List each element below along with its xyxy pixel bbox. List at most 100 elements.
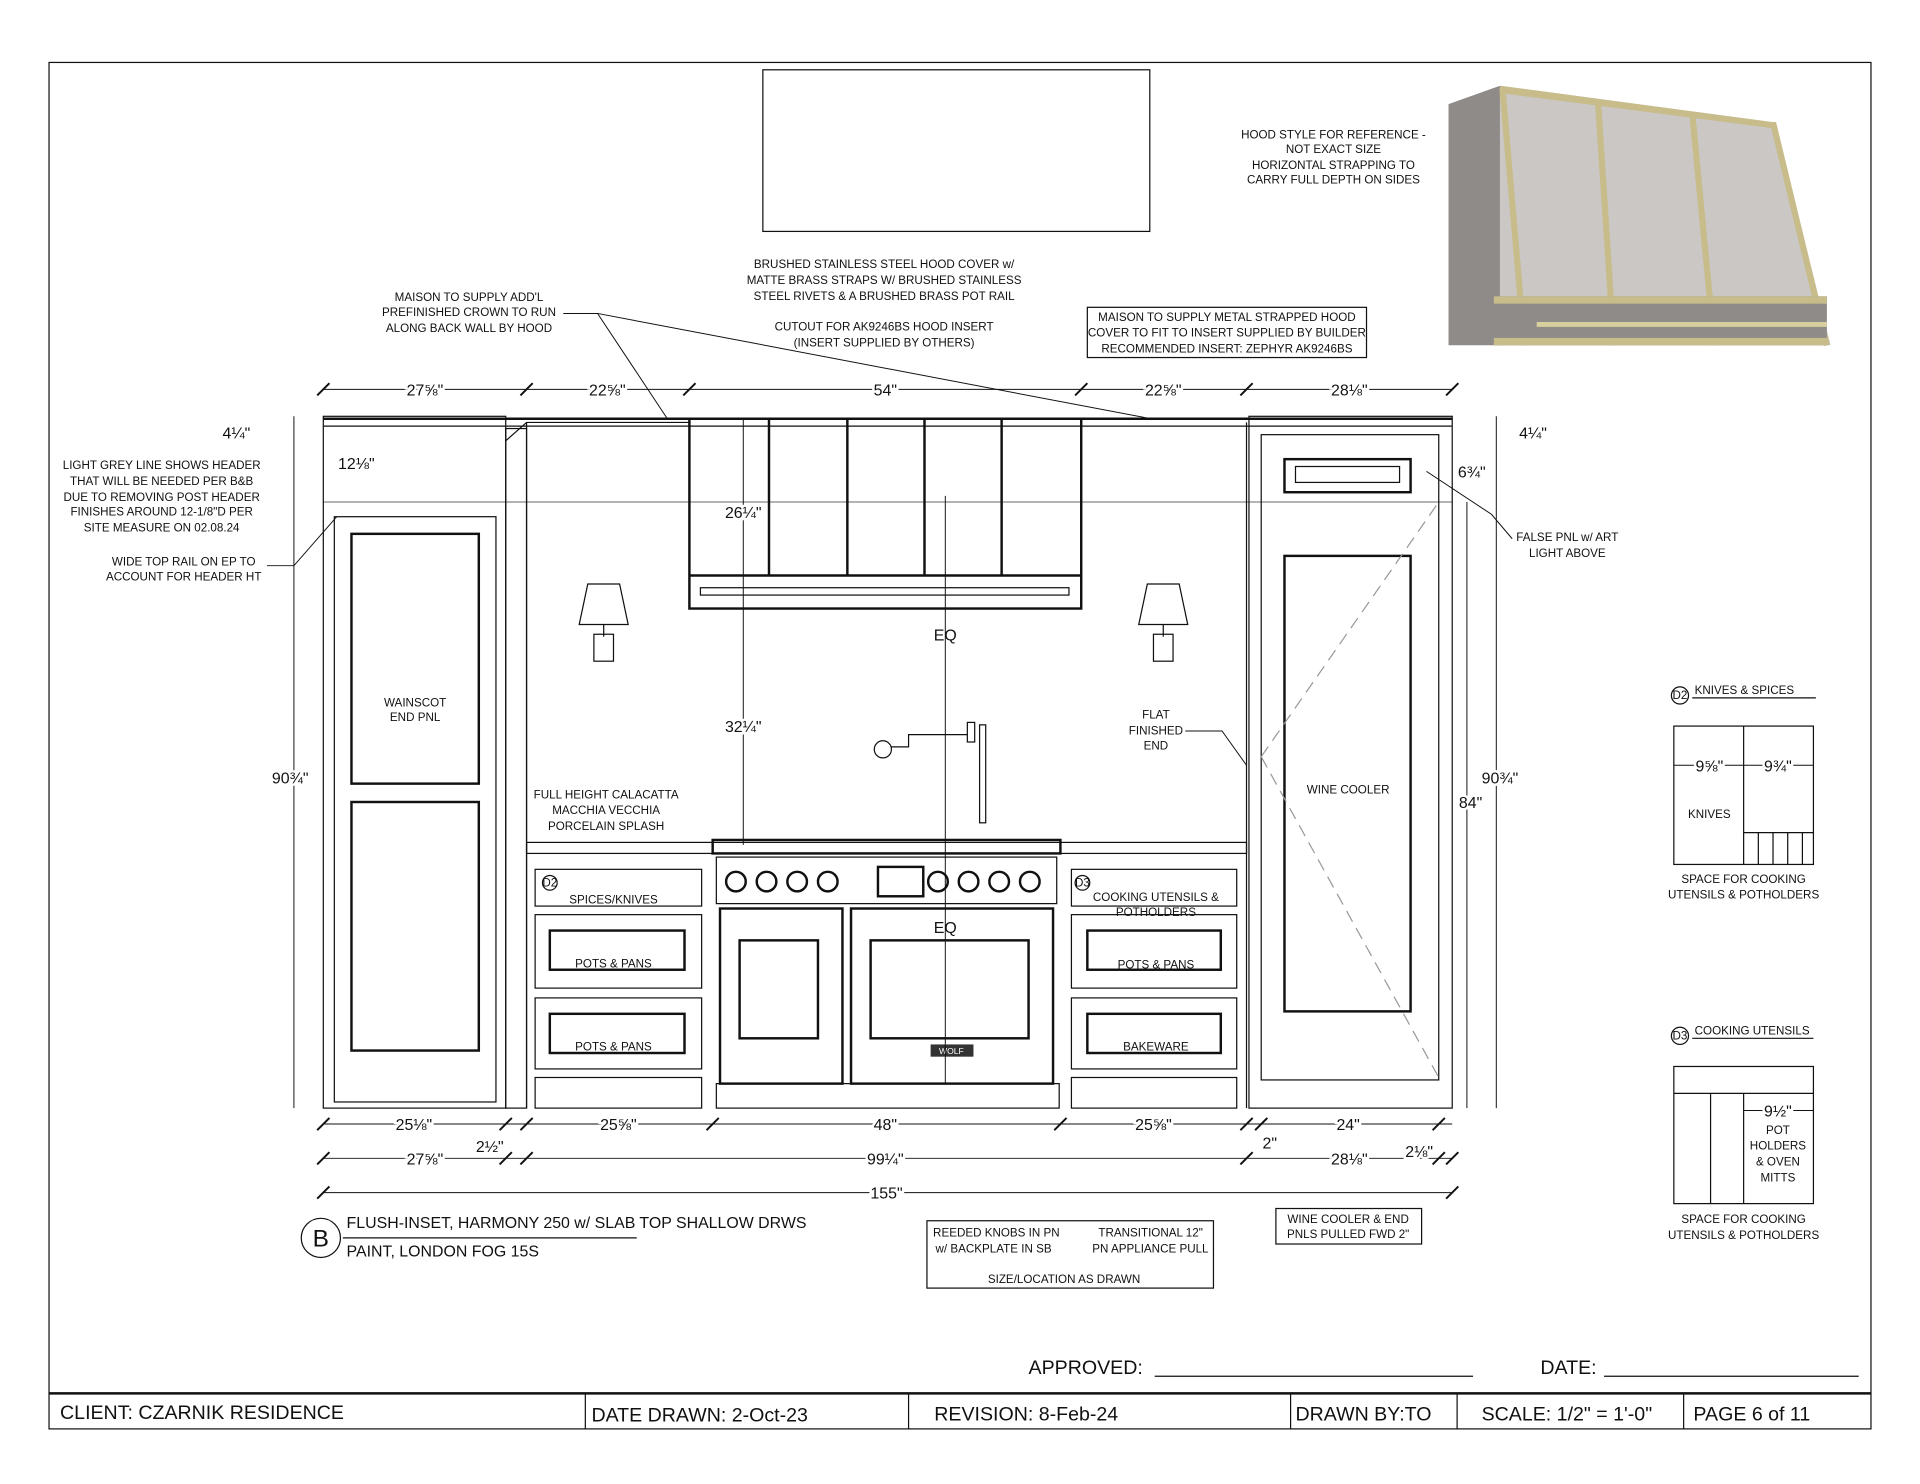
hood-reference-image bbox=[1448, 85, 1831, 347]
svg-text:12⅛": 12⅛" bbox=[338, 456, 375, 473]
svg-text:KNIVES: KNIVES bbox=[1688, 808, 1731, 821]
svg-text:27⅝": 27⅝" bbox=[407, 382, 444, 399]
svg-text:25⅛": 25⅛" bbox=[396, 1117, 433, 1134]
svg-text:FULL HEIGHT CALACATTA: FULL HEIGHT CALACATTA bbox=[534, 788, 679, 801]
revision: REVISION: 8-Feb-24 bbox=[934, 1403, 1118, 1425]
top-blank-box bbox=[762, 69, 1151, 233]
svg-text:LIGHT GREY LINE SHOWS HEADER: LIGHT GREY LINE SHOWS HEADER bbox=[63, 459, 261, 472]
svg-text:FINISHES AROUND 12-1/8"D PER: FINISHES AROUND 12-1/8"D PER bbox=[70, 505, 252, 518]
svg-text:PAINT, LONDON FOG 15S: PAINT, LONDON FOG 15S bbox=[347, 1243, 539, 1260]
svg-text:BAKEWARE: BAKEWARE bbox=[1123, 1041, 1189, 1054]
svg-text:54": 54" bbox=[874, 382, 897, 399]
svg-text:NOT EXACT SIZE: NOT EXACT SIZE bbox=[1286, 143, 1381, 156]
svg-text:APPROVED:: APPROVED: bbox=[1029, 1357, 1143, 1379]
svg-text:32¼": 32¼" bbox=[725, 719, 762, 736]
svg-text:FALSE PNL w/ ART: FALSE PNL w/ ART bbox=[1516, 531, 1618, 544]
svg-text:27⅝": 27⅝" bbox=[407, 1151, 444, 1168]
page-number: PAGE 6 of 11 bbox=[1693, 1403, 1810, 1425]
svg-text:26¼": 26¼" bbox=[725, 505, 762, 522]
title-block: CLIENT: CZARNIK RESIDENCE DATE DRAWN: 2-… bbox=[49, 1392, 1871, 1429]
svg-text:84": 84" bbox=[1459, 795, 1482, 812]
svg-text:MATTE BRASS STRAPS W/ BRUSHED: MATTE BRASS STRAPS W/ BRUSHED STAINLESS bbox=[747, 274, 1022, 287]
pot-filler-faucet bbox=[873, 721, 987, 824]
svg-text:SIZE/LOCATION AS DRAWN: SIZE/LOCATION AS DRAWN bbox=[988, 1273, 1140, 1286]
svg-text:END: END bbox=[1144, 739, 1169, 752]
svg-text:HORIZONTAL STRAPPING TO: HORIZONTAL STRAPPING TO bbox=[1252, 159, 1415, 172]
svg-text:SPACE FOR COOKING: SPACE FOR COOKING bbox=[1681, 873, 1805, 886]
svg-text:25⅝": 25⅝" bbox=[600, 1117, 637, 1134]
svg-text:HOLDERS: HOLDERS bbox=[1750, 1140, 1806, 1153]
svg-text:24": 24" bbox=[1336, 1117, 1359, 1134]
svg-text:PREFINISHED CROWN TO RUN: PREFINISHED CROWN TO RUN bbox=[382, 306, 556, 319]
svg-text:(INSERT SUPPLIED BY OTHERS): (INSERT SUPPLIED BY OTHERS) bbox=[794, 337, 975, 350]
svg-text:2½": 2½" bbox=[476, 1139, 504, 1156]
left-base-cabinet: SPICES/KNIVES POTS & PANS POTS & PANS D2 bbox=[534, 868, 703, 1109]
svg-text:SPACE FOR COOKING: SPACE FOR COOKING bbox=[1681, 1213, 1805, 1226]
svg-text:9¾": 9¾" bbox=[1764, 758, 1792, 775]
svg-text:PNLS PULLED FWD 2": PNLS PULLED FWD 2" bbox=[1287, 1228, 1409, 1241]
svg-text:6¾": 6¾" bbox=[1458, 465, 1486, 482]
svg-text:CUTOUT FOR AK9246BS HOOD INSER: CUTOUT FOR AK9246BS HOOD INSERT bbox=[775, 321, 994, 334]
svg-text:MITTS: MITTS bbox=[1760, 1172, 1795, 1185]
svg-text:D2: D2 bbox=[1673, 689, 1688, 702]
wine-cooler: WINE COOLER bbox=[1248, 415, 1453, 1109]
svg-text:POTHOLDERS: POTHOLDERS bbox=[1116, 906, 1196, 919]
drawn-by: DRAWN BY:TO bbox=[1295, 1403, 1431, 1425]
hardware-note: REEDED KNOBS IN PN w/ BACKPLATE IN SB TR… bbox=[926, 1220, 1215, 1289]
svg-text:SPICES/KNIVES: SPICES/KNIVES bbox=[569, 894, 658, 907]
svg-text:CARRY FULL DEPTH ON SIDES: CARRY FULL DEPTH ON SIDES bbox=[1247, 174, 1420, 187]
svg-text:MACCHIA VECCHIA: MACCHIA VECCHIA bbox=[552, 804, 660, 817]
svg-text:TRANSITIONAL 12": TRANSITIONAL 12" bbox=[1098, 1227, 1202, 1240]
svg-text:4¼": 4¼" bbox=[222, 425, 250, 442]
svg-text:UTENSILS & POTHOLDERS: UTENSILS & POTHOLDERS bbox=[1668, 1229, 1819, 1242]
sconce-right bbox=[1138, 583, 1189, 662]
svg-text:B: B bbox=[313, 1225, 329, 1252]
svg-text:STEEL RIVETS & A BRUSHED BRASS: STEEL RIVETS & A BRUSHED BRASS POT RAIL bbox=[754, 290, 1016, 303]
svg-text:D3: D3 bbox=[1075, 876, 1090, 889]
svg-text:POT: POT bbox=[1766, 1124, 1790, 1137]
svg-text:WOLF: WOLF bbox=[939, 1046, 964, 1056]
svg-text:28⅛": 28⅛" bbox=[1331, 382, 1368, 399]
svg-text:UTENSILS & POTHOLDERS: UTENSILS & POTHOLDERS bbox=[1668, 889, 1819, 902]
svg-text:BRUSHED STAINLESS STEEL HOOD C: BRUSHED STAINLESS STEEL HOOD COVER w/ bbox=[754, 258, 1015, 271]
svg-text:COOKING UTENSILS &: COOKING UTENSILS & bbox=[1093, 891, 1219, 904]
elevation-label: B FLUSH-INSET, HARMONY 250 w/ SLAB TOP S… bbox=[300, 1215, 807, 1260]
right-base-cabinet: COOKING UTENSILS & POTHOLDERS POTS & PAN… bbox=[1070, 868, 1238, 1109]
svg-text:END PNL: END PNL bbox=[390, 711, 441, 724]
hood bbox=[688, 417, 1083, 610]
date-drawn: DATE DRAWN: 2-Oct-23 bbox=[591, 1405, 808, 1427]
sheet-border bbox=[48, 61, 1872, 1430]
svg-text:FLAT: FLAT bbox=[1142, 709, 1170, 722]
svg-text:99¼": 99¼" bbox=[867, 1151, 904, 1168]
svg-text:9⅝": 9⅝" bbox=[1695, 758, 1723, 775]
svg-text:POTS & PANS: POTS & PANS bbox=[575, 957, 652, 970]
svg-text:9½": 9½" bbox=[1764, 1104, 1792, 1121]
svg-text:48": 48" bbox=[874, 1117, 897, 1134]
svg-text:KNIVES & SPICES: KNIVES & SPICES bbox=[1695, 684, 1795, 697]
svg-text:ACCOUNT FOR HEADER HT: ACCOUNT FOR HEADER HT bbox=[106, 570, 261, 583]
svg-text:D3: D3 bbox=[1673, 1030, 1688, 1043]
scale: SCALE: 1/2" = 1'-0" bbox=[1482, 1403, 1653, 1425]
crown-note: MAISON TO SUPPLY ADD'L PREFINISHED CROWN… bbox=[382, 291, 1152, 420]
svg-text:FLUSH-INSET, HARMONY 250 w/ SL: FLUSH-INSET, HARMONY 250 w/ SLAB TOP SHA… bbox=[347, 1215, 807, 1232]
maison-hood-note: MAISON TO SUPPLY METAL STRAPPED HOOD COV… bbox=[1086, 306, 1368, 359]
wine-forward-note: WINE COOLER & END PNLS PULLED FWD 2" bbox=[1275, 1207, 1423, 1245]
svg-text:D2: D2 bbox=[542, 876, 557, 889]
svg-text:25⅝": 25⅝" bbox=[1135, 1117, 1172, 1134]
false-panel-note: FALSE PNL w/ ART LIGHT ABOVE bbox=[1426, 470, 1618, 560]
svg-text:WIDE TOP RAIL ON EP TO: WIDE TOP RAIL ON EP TO bbox=[112, 556, 256, 569]
svg-text:DATE:: DATE: bbox=[1540, 1357, 1596, 1379]
detail-d2: D2 KNIVES & SPICES 9⅝" 9¾" KNIVES SPACE … bbox=[1668, 684, 1819, 901]
detail-d3: D3 COOKING UTENSILS 9½" POT HOLDERS & OV… bbox=[1668, 1025, 1819, 1242]
svg-text:155": 155" bbox=[870, 1186, 902, 1203]
svg-text:22⅝": 22⅝" bbox=[589, 382, 626, 399]
svg-text:SITE MEASURE ON 02.08.24: SITE MEASURE ON 02.08.24 bbox=[84, 521, 240, 534]
svg-text:ALONG BACK WALL BY HOOD: ALONG BACK WALL BY HOOD bbox=[386, 322, 552, 335]
svg-text:22⅝": 22⅝" bbox=[1145, 382, 1182, 399]
svg-text:90¾": 90¾" bbox=[272, 771, 309, 788]
svg-text:28⅛": 28⅛" bbox=[1331, 1151, 1368, 1168]
sconce-left bbox=[578, 583, 629, 662]
svg-text:REEDED KNOBS IN PN: REEDED KNOBS IN PN bbox=[933, 1227, 1060, 1240]
svg-text:WAINSCOT: WAINSCOT bbox=[384, 696, 446, 709]
wainscot-lower-panel bbox=[350, 800, 481, 1052]
